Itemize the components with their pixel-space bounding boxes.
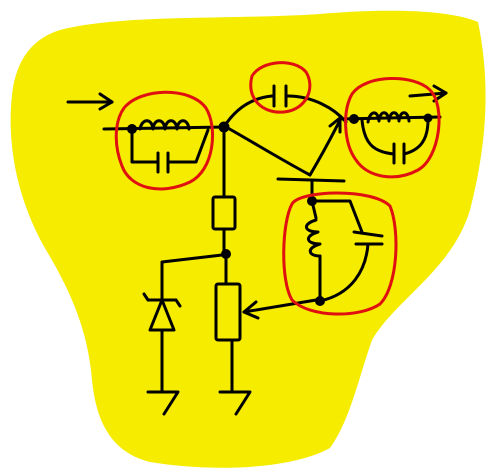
yellow-blob	[10, 10, 486, 468]
transistor	[224, 116, 346, 202]
input-arrow	[66, 92, 114, 111]
ground-symbol-left	[146, 390, 180, 416]
output-lc-tank	[360, 111, 430, 165]
input-lc-tank	[130, 119, 210, 174]
highlight-coupling-capacitor	[249, 61, 312, 114]
highlight-input-tank	[114, 90, 214, 191]
ink-lines	[66, 84, 448, 416]
potentiometer	[214, 252, 318, 394]
highlight-emitter-tank	[282, 191, 398, 316]
bias-resistor	[211, 125, 237, 254]
ground-symbol-right	[218, 390, 252, 416]
highlight-marks	[114, 61, 441, 316]
output-arrow	[408, 84, 448, 103]
emitter-lc-tank	[305, 196, 384, 306]
highlight-output-tank	[344, 77, 441, 179]
output-node	[349, 114, 359, 124]
zener-diode	[142, 253, 224, 394]
